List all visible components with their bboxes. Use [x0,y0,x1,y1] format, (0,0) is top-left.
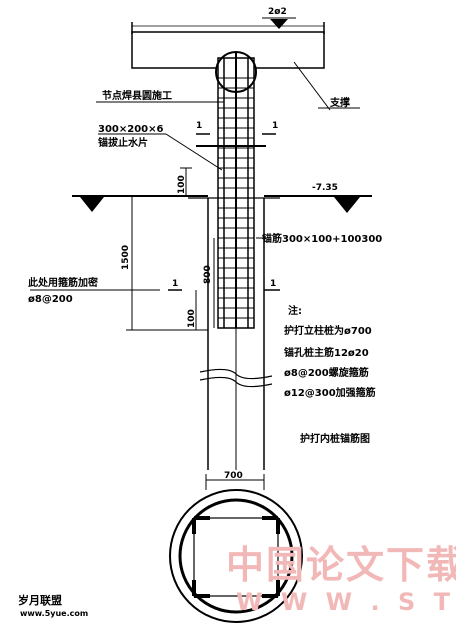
stirrup-label: 锚筋300×100+100300 [262,232,382,245]
watermark-cn: 中国论文下载 [226,543,456,587]
dim-700-label: 700 [224,471,243,481]
pile-shaft [199,198,273,470]
dim-100-label: 100 [177,175,187,194]
site-name: 岁月联盟 [18,593,62,607]
ground-line: -7.35 [72,183,372,213]
dim-100b-label: 100 [187,309,197,328]
plate-note-label: 锚拔止水片 [98,136,148,149]
support-label: 支撑 [329,96,350,109]
mark-top-left: 1 [196,121,202,131]
note-left-2: ø8@200 [28,294,73,305]
elevation-label: -7.35 [312,183,338,193]
note-1: 护打立柱桩为ø700 [284,324,372,337]
section-dimension [205,474,265,490]
mark-top-right: 1 [272,121,278,131]
plate-label: 300×200×6 [98,124,164,135]
note-3: ø8@200螺旋箍筋 [284,366,369,379]
dimension-lines [126,167,215,331]
note-2: 锚孔桩主筋12ø20 [284,346,369,359]
leader-lines [30,61,360,291]
watermark-en: W W W . S T U D A . [236,588,456,616]
note-4: ø12@300加强箍筋 [284,386,376,399]
note-left-1: 此处用箍筋加密 [28,276,98,289]
drawing-title: 护打内桩锚筋图 [300,432,370,445]
ground-mark-right [334,197,360,213]
section-mark-right: 1 [270,279,276,289]
site-url: www.5yue.com [20,609,88,618]
section-mark-left: 1 [172,279,178,289]
top-dim-label: 2ø2 [268,7,287,17]
node-note-label: 节点焊县圆施工 [102,89,172,102]
dim-800-label: 800 [203,265,213,284]
water-stop-plate [188,145,280,199]
reinforcement-cage [217,52,255,329]
section-marks [168,133,280,291]
top-level-mark: 2ø2 [262,7,296,29]
notes-title: 注: [288,304,302,317]
dim-1500-label: 1500 [121,245,131,270]
pile-cross-section [169,489,303,623]
notes-block: 注: 护打立柱桩为ø700 锚孔桩主筋12ø20 ø8@200螺旋箍筋 ø12@… [284,304,376,399]
ground-mark-left [80,197,104,212]
